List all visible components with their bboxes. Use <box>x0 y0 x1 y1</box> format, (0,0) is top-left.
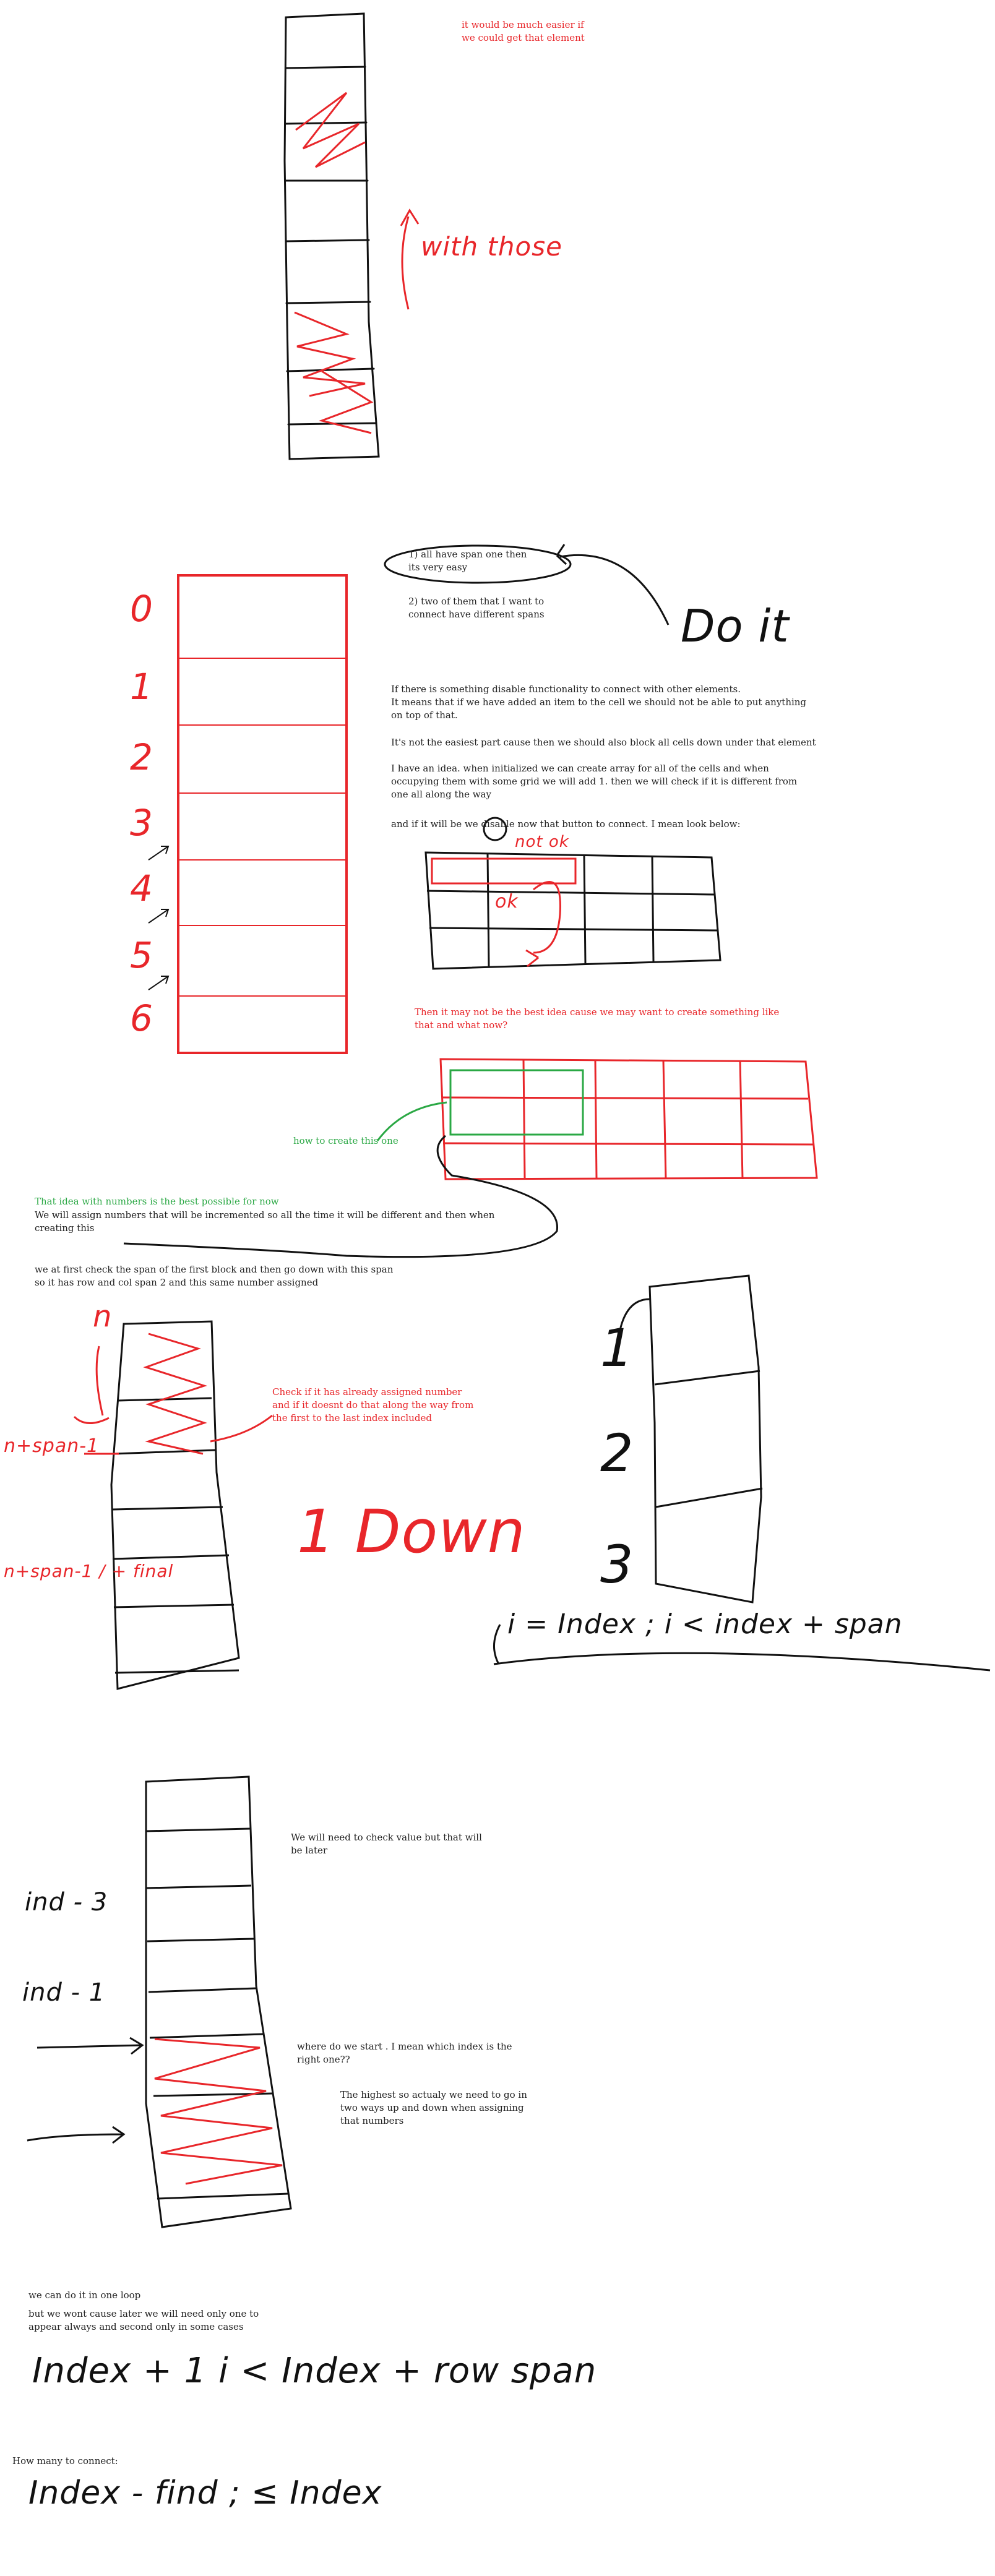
note-highest: The highest so actualy we need to go in … <box>340 2089 527 2126</box>
label-n: n <box>93 1299 113 1334</box>
note-not-ok: not ok <box>515 833 569 851</box>
note-how-many: How many to connect: <box>12 2455 118 2467</box>
note-where-start: where do we start . I mean which index i… <box>297 2041 512 2065</box>
note-paragraph-3: I have an idea. when initialized we can … <box>391 763 798 800</box>
left-number-3: 3 <box>130 802 153 844</box>
red-grid-sketch <box>439 1058 818 1180</box>
note-option-2: 2) two of them that I want to connect ha… <box>408 596 545 620</box>
column-sketch-1 <box>283 12 380 460</box>
note-paragraph-1: If there is something disable functional… <box>391 684 807 721</box>
column-sketch-3 <box>618 1274 763 1604</box>
swirl-arrow <box>123 1135 559 1258</box>
left-number-4: 4 <box>130 867 153 909</box>
note-idea-best: That idea with numbers is the best possi… <box>35 1196 279 1207</box>
note-paragraph-4: and if it will be we disable now that bu… <box>391 818 741 830</box>
left-number-6: 6 <box>130 997 153 1039</box>
label-ind-1: ind - 1 <box>22 1978 106 2007</box>
label-n-span-1: n+span-1 <box>4 1435 100 1457</box>
arrows-left <box>148 846 170 990</box>
note-one-loop: we can do it in one loop <box>28 2290 141 2301</box>
note-how-create: how to create this one <box>293 1135 398 1146</box>
note-wont-cause: but we wont cause later we will need onl… <box>28 2308 259 2332</box>
left-number-5: 5 <box>130 934 153 976</box>
arrows-bottom <box>27 2037 144 2144</box>
note-option-1: 1) all have span one then its very easy <box>408 549 527 573</box>
note-paragraph-2: It's not the easiest part cause then we … <box>391 737 816 748</box>
label-n-span-final: n+span-1 / + final <box>4 1561 174 1581</box>
left-number-0: 0 <box>130 588 153 630</box>
column-sketch-2 <box>110 1320 240 1690</box>
column-sketch-4 <box>145 1775 292 2228</box>
note-do-it: Do it <box>681 600 790 652</box>
note-one-down: 1 Down <box>297 1497 526 1566</box>
note-check-assigned: Check if it has already assigned number … <box>272 1386 474 1423</box>
note-with-those: with those <box>421 231 562 262</box>
note-assign-numbers: We will assign numbers that will be incr… <box>35 1209 495 1234</box>
note-loop-formula: i = Index ; i < index + span <box>507 1608 903 1640</box>
note-loop-2: Index + 1 i < Index + row span <box>32 2351 597 2391</box>
note-at-first: we at first check the span of the first … <box>35 1264 394 1288</box>
right-number-2: 2 <box>600 1423 634 1483</box>
note-loop-3: Index - find ; ≤ Index <box>28 2475 382 2512</box>
option-ellipse <box>384 544 670 625</box>
note-ok: ok <box>495 891 519 912</box>
red-column-grid <box>177 574 348 1054</box>
connect-grid-sketch <box>424 817 721 970</box>
right-number-3: 3 <box>600 1534 634 1595</box>
scribble-red-1 <box>294 92 420 434</box>
left-number-2: 2 <box>130 736 153 778</box>
right-number-1: 1 <box>600 1318 634 1378</box>
note-easier: it would be much easier if we could get … <box>462 19 585 43</box>
left-number-1: 1 <box>130 666 153 708</box>
label-ind-3: ind - 3 <box>25 1888 108 1917</box>
note-check-value: We will need to check value but that wil… <box>291 1832 482 1856</box>
note-maybe-not: Then it may not be the best idea cause w… <box>415 1007 780 1031</box>
